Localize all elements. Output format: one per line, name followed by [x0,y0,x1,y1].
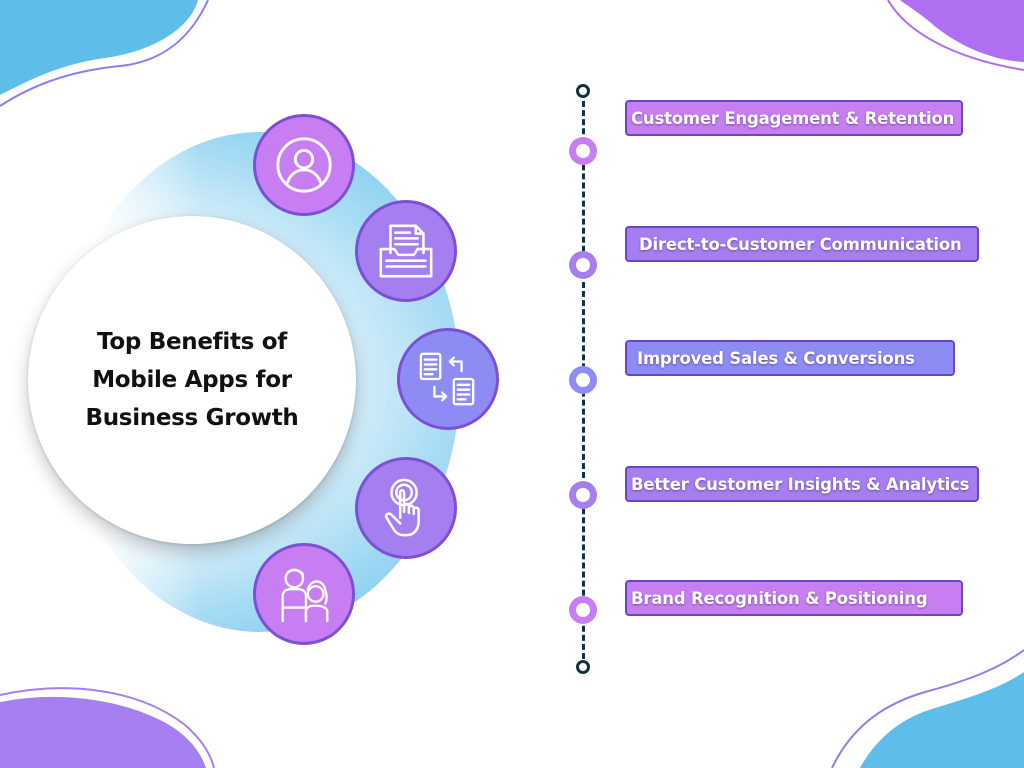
family-icon [281,568,329,623]
document-exchange-icon [419,352,475,406]
benefit-label-5: Brand Recognition & Positioning [625,580,963,616]
benefit-label-4: Better Customer Insights & Analytics [625,466,979,502]
timeline-node-2 [569,251,597,279]
benefit-label-3: Improved Sales & Conversions [625,340,955,376]
bottom-left-wave [0,687,215,768]
icon-circle-1 [253,114,355,216]
icon-circle-5 [253,543,355,645]
timeline-node-4 [569,481,597,509]
timeline-node-5 [569,596,597,624]
top-left-wave [0,0,209,107]
icon-circle-4 [355,457,457,559]
user-icon [276,137,332,193]
top-left-blob [0,0,198,95]
icon-circle-3 [397,328,499,430]
bottom-right-wave [831,649,1024,768]
top-right-blob [900,0,1024,62]
hub-title-line-2: Mobile Apps for [92,367,292,393]
hub-title: Top Benefits of Mobile Apps for Business… [72,323,312,437]
tap-hand-icon [384,478,420,537]
benefit-label-1: Customer Engagement & Retention [625,100,963,136]
document-folder-icon [379,224,433,278]
icon-circle-2 [355,200,457,302]
hub-title-line-1: Top Benefits of [97,329,287,355]
timeline-start-dot [576,84,590,98]
timeline-node-3 [569,366,597,394]
hub-circle: Top Benefits of Mobile Apps for Business… [28,216,356,544]
bottom-left-blob [0,696,206,768]
hub-title-line-3: Business Growth [85,405,299,431]
top-right-wave [887,0,1024,71]
benefit-label-2: Direct-to-Customer Communication [625,226,979,262]
bottom-right-blob [860,672,1024,768]
timeline-node-1 [569,137,597,165]
timeline-end-dot [576,660,590,674]
